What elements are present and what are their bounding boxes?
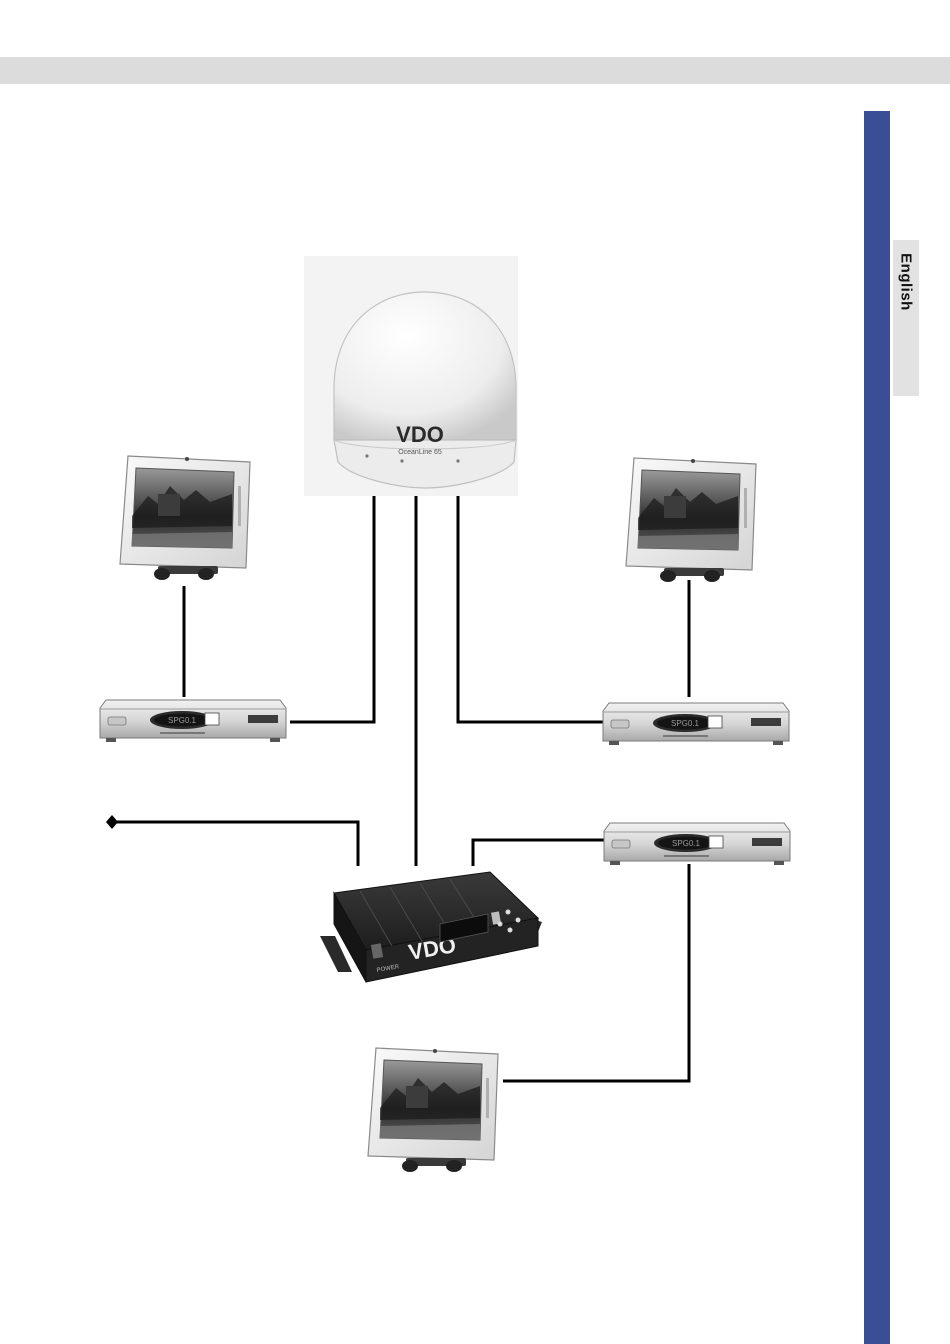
control-unit: POWER VDO xyxy=(320,872,542,982)
cable-control-lower-receiver xyxy=(473,840,606,866)
tv-monitor-left xyxy=(120,456,250,580)
feed-terminal-diamond xyxy=(106,815,118,829)
satellite-receiver-lower: SPG0.1 xyxy=(604,823,790,865)
cable-dome-left-receiver xyxy=(290,493,374,722)
dome-model: OceanLine 65 xyxy=(398,449,442,456)
receiver-display-left: SPG0.1 xyxy=(168,716,197,725)
cable-external-feed xyxy=(112,822,358,866)
satellite-receiver-right: SPG0.1 xyxy=(603,703,789,745)
tv-monitor-bottom xyxy=(368,1048,498,1172)
cable-lines xyxy=(112,493,689,1081)
satellite-receiver-left: SPG0.1 xyxy=(100,700,286,742)
cable-bottom-monitor xyxy=(503,864,689,1081)
tv-monitor-right xyxy=(626,458,756,582)
dome-brand: VDO xyxy=(396,422,444,447)
cable-dome-right-receiver xyxy=(458,493,604,722)
receiver-display-right: SPG0.1 xyxy=(671,719,700,728)
antenna-dome: VDO OceanLine 65 xyxy=(304,256,518,496)
receiver-display-lower: SPG0.1 xyxy=(672,839,701,848)
